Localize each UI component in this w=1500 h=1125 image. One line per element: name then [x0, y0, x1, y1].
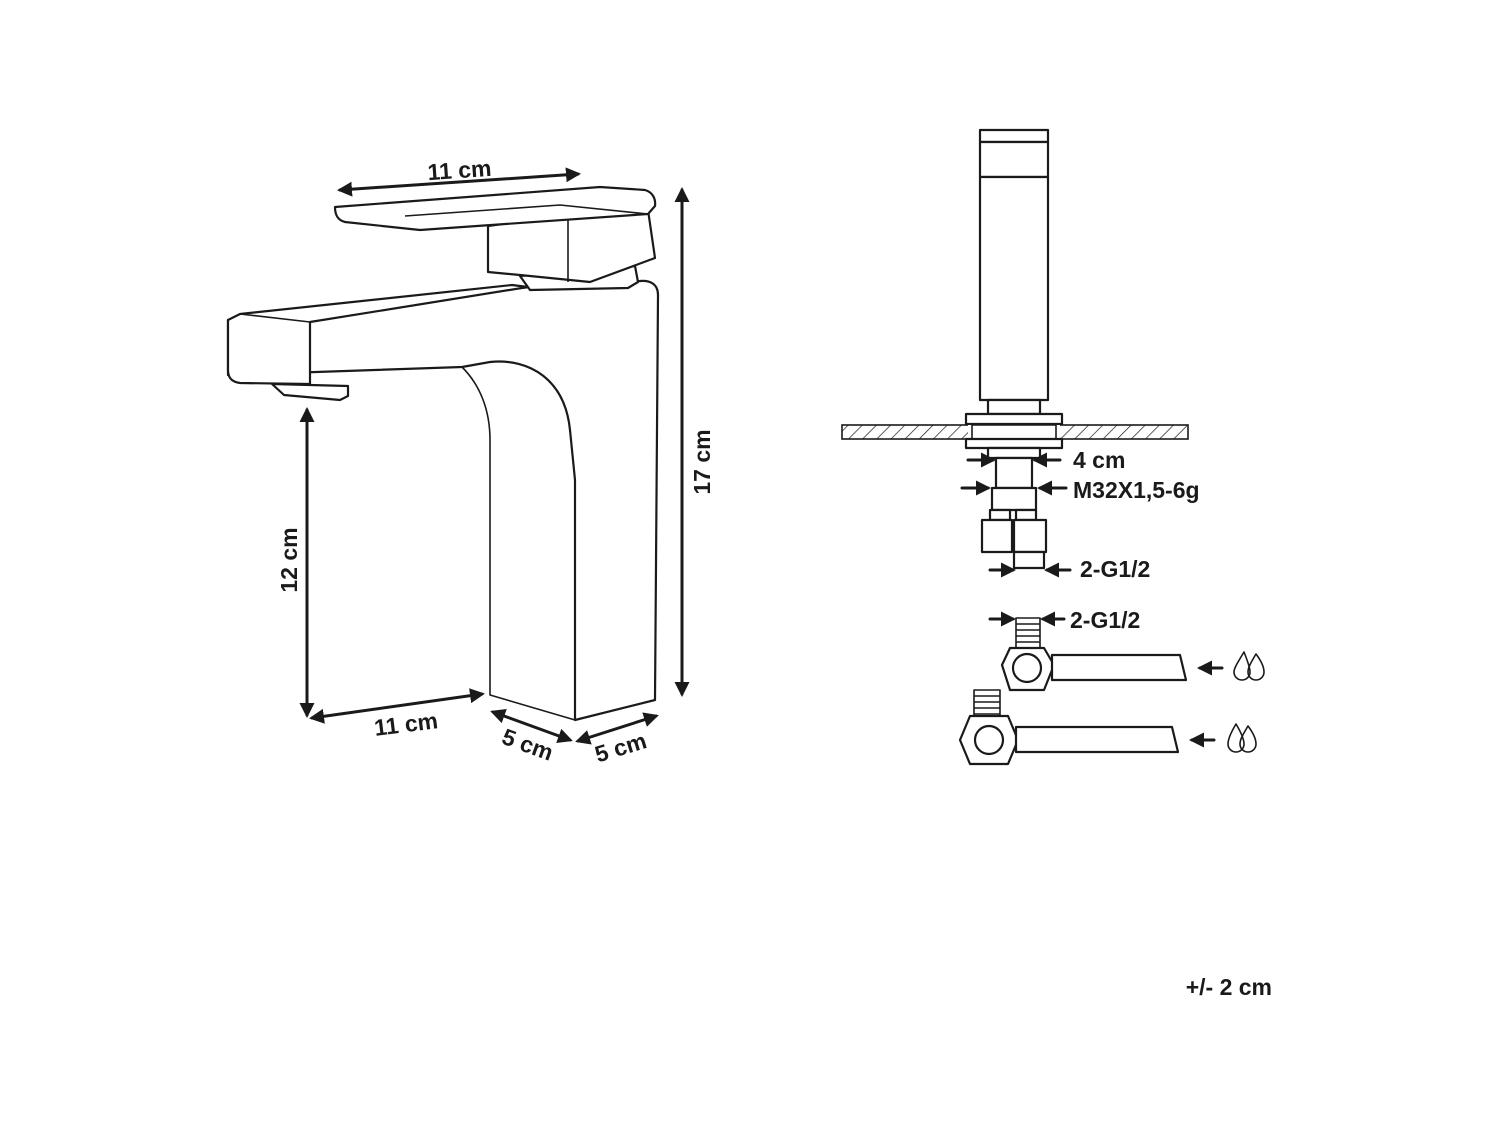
threaded-shank	[994, 456, 1034, 490]
spout-clearance-label: 12 cm	[276, 527, 302, 592]
supply-pipe	[1050, 653, 1188, 682]
installation-drawing	[841, 128, 1189, 766]
faucet-spout	[226, 283, 530, 386]
valve-thread	[1015, 617, 1041, 651]
faucet-dimension-lines	[299, 167, 690, 745]
faucet-aerator	[270, 382, 350, 402]
lever-handle	[333, 185, 657, 232]
supply-pipe-2	[1014, 725, 1180, 754]
spout-edge	[239, 313, 311, 384]
total-height-label: 17 cm	[689, 429, 715, 494]
shank-diameter-label: 4 cm	[1073, 447, 1125, 473]
tolerance-note: +/- 2 cm	[1186, 974, 1272, 1000]
base-depth-label: 5 cm	[499, 723, 557, 765]
water-drops-icon	[1233, 651, 1265, 681]
hose-connection-label: 2-G1/2	[1080, 556, 1150, 582]
faucet-column	[978, 175, 1050, 402]
thread-spec-label: M32X1,5-6g	[1073, 477, 1200, 503]
water-drops-icon	[1227, 723, 1257, 753]
faucet-body-edge	[461, 366, 576, 721]
installation-dimension-lines	[960, 452, 1224, 748]
faucet-drawing	[226, 185, 660, 722]
valve-connection-label: 2-G1/2	[1070, 607, 1140, 633]
base-length-label: 11 cm	[373, 707, 440, 741]
lever-length-label: 11 cm	[427, 155, 493, 185]
valve-thread-2	[973, 689, 1001, 719]
